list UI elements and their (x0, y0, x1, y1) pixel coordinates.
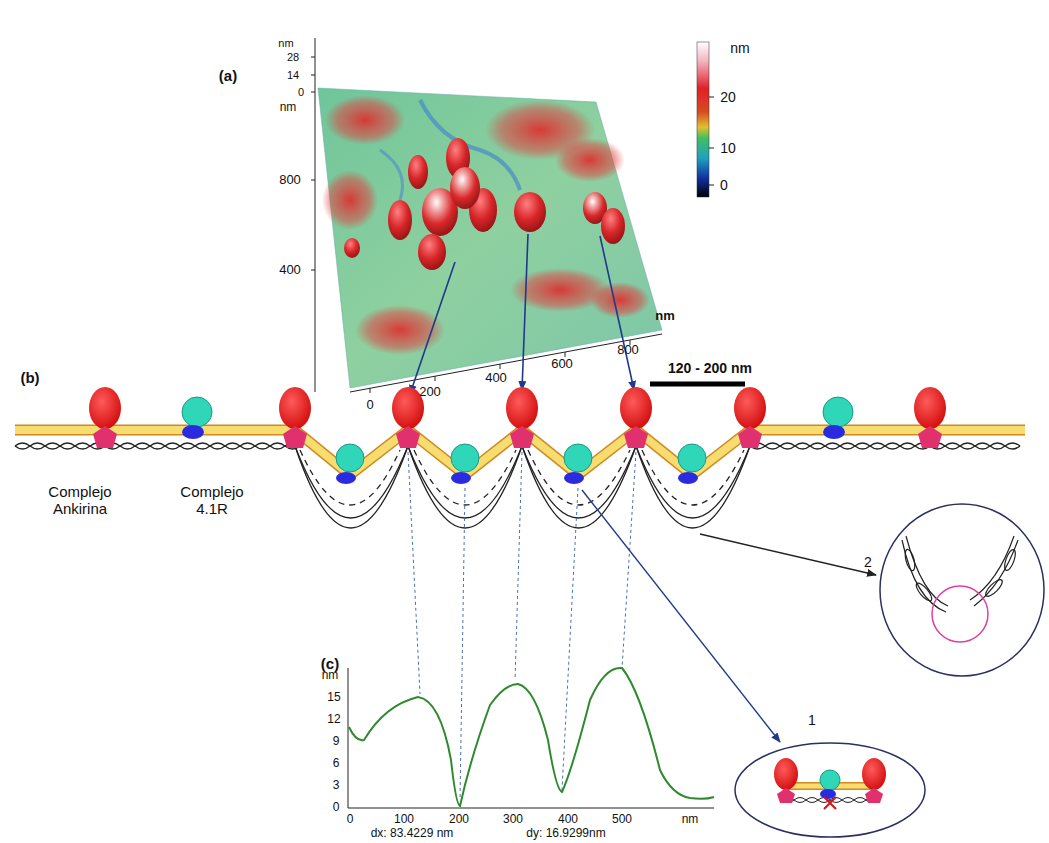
axis-tick: 0 (366, 398, 373, 413)
axis-tick: 200 (449, 813, 469, 827)
axis-tick: 9 (333, 735, 340, 749)
leader-arrow (410, 262, 455, 394)
axis-unit: nm (278, 37, 293, 50)
part-name: Complejo Ankirina (35, 483, 125, 518)
axis-tick: 400 (485, 371, 507, 386)
axis-tick: 400 (279, 263, 301, 278)
axis-unit: nm (655, 309, 675, 324)
axis-tick: 0 (347, 813, 354, 827)
color-bar (697, 42, 709, 197)
callout-number: 1 (808, 712, 816, 728)
leader-arrow (582, 490, 780, 742)
part-name: Complejo 4.1R (167, 483, 257, 518)
afm-image (311, 38, 662, 393)
axis-tick: 400 (558, 813, 578, 827)
axis-unit: nm (730, 40, 749, 56)
axis-tick: 0 (298, 86, 304, 99)
axis-tick: 100 (394, 813, 414, 827)
axis-tick: 600 (551, 357, 573, 372)
panel-letter: (a) (219, 67, 237, 84)
axis-tick: 500 (612, 813, 632, 827)
axis-tick: 12 (327, 713, 340, 727)
axis-tick: 6 (333, 757, 340, 771)
inset-detail (735, 743, 925, 837)
leader-arrow (700, 534, 876, 575)
axis-tick: 300 (503, 813, 523, 827)
axis-unit: nm (322, 669, 339, 683)
dimension-label: 120 - 200 nm (668, 360, 752, 376)
axis-tick: 0 (720, 177, 728, 193)
axis-unit: nm (682, 813, 699, 827)
inset-detail (880, 504, 1044, 676)
axis-tick: 200 (419, 385, 441, 400)
axis-unit: nm (280, 101, 297, 115)
measurement: dx: 83.4229 nm (371, 827, 454, 841)
guide-lines (408, 452, 636, 800)
axis-tick: 14 (287, 69, 299, 82)
panel-letter: (b) (20, 369, 39, 386)
axis-tick: 10 (720, 140, 736, 156)
axis-tick: 800 (617, 343, 639, 358)
axis-tick: 800 (279, 173, 301, 188)
axis-tick: 15 (327, 691, 340, 705)
axis-tick: 3 (333, 779, 340, 793)
axis-tick: 0 (333, 801, 340, 815)
leader-arrow (522, 234, 528, 390)
axis-tick: 20 (720, 89, 736, 105)
callout-number: 2 (864, 554, 872, 570)
leader-arrow (600, 236, 634, 390)
height-profile (348, 668, 714, 808)
axis-tick: 28 (287, 51, 299, 64)
measurement: dy: 16.9299nm (526, 827, 605, 841)
